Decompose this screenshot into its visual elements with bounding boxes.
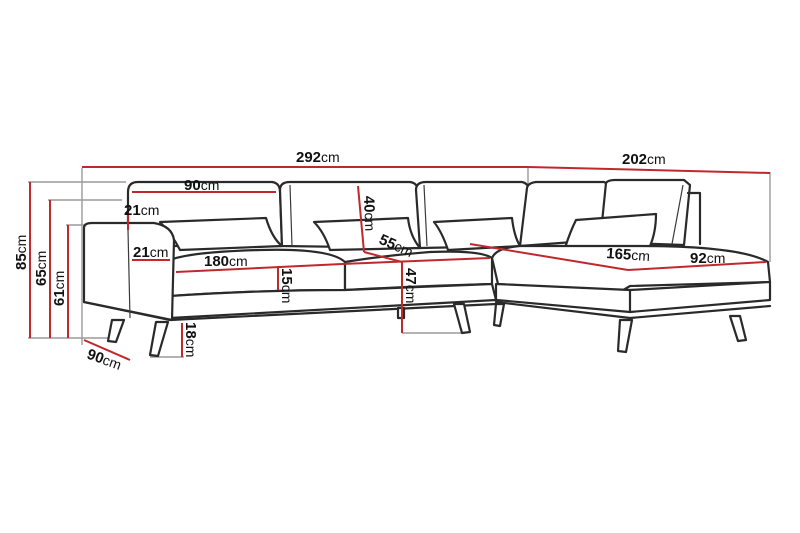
pillow-4 bbox=[563, 212, 658, 250]
label-depth: 90cm bbox=[85, 346, 124, 374]
label-back-height: 65cm bbox=[33, 251, 50, 286]
pillow-2 bbox=[312, 216, 422, 252]
label-total-height: 85cm bbox=[13, 235, 30, 270]
leg-1 bbox=[106, 318, 126, 344]
label-armrest-width: 21cm bbox=[133, 244, 168, 261]
label-seat-module-width: 90cm bbox=[184, 177, 219, 194]
label-leg-height: 18cm bbox=[182, 322, 199, 357]
label-chaise-seat-length: 165cm bbox=[606, 245, 651, 265]
dimension-lines bbox=[29, 166, 771, 361]
label-cushion-height: 15cm bbox=[278, 268, 295, 303]
label-chaise-length: 202cm bbox=[622, 151, 666, 168]
leg-5 bbox=[492, 302, 506, 328]
label-backrest-thickness: 21cm bbox=[124, 202, 159, 219]
leg-6 bbox=[616, 318, 634, 354]
leg-7 bbox=[728, 314, 748, 343]
label-seat-depth: 55cm bbox=[376, 231, 415, 261]
label-chaise-width: 92cm bbox=[690, 250, 725, 267]
sofa-drawing bbox=[82, 178, 772, 358]
label-arm-height: 61cm bbox=[51, 271, 68, 306]
leg-2 bbox=[148, 320, 170, 358]
pillow-1 bbox=[158, 216, 284, 252]
label-total-width: 292cm bbox=[296, 149, 340, 166]
extension-lines bbox=[28, 168, 771, 358]
dimension-labels: 292cm 202cm 90cm 21cm 21cm 180cm 15cm 40… bbox=[13, 149, 725, 374]
leg-4 bbox=[452, 302, 472, 335]
label-backrest-height: 40cm bbox=[360, 196, 378, 232]
label-seat-width: 180cm bbox=[204, 253, 248, 270]
main-base bbox=[168, 282, 498, 320]
label-seat-height: 47cm bbox=[402, 268, 419, 303]
